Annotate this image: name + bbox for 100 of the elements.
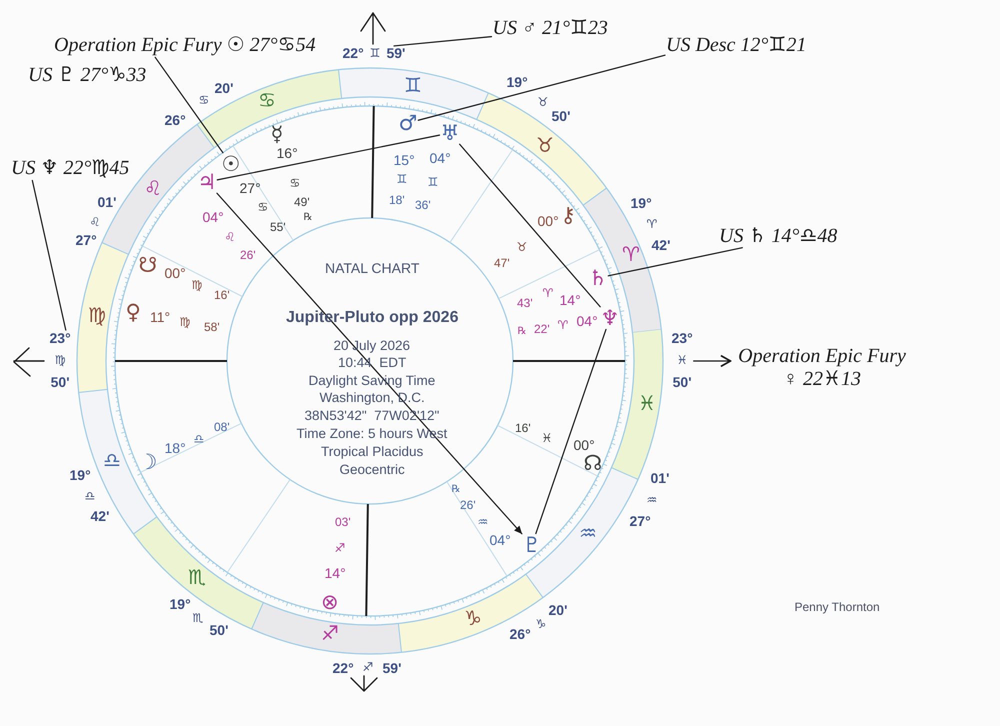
- planet-glyph: ♅: [440, 122, 460, 144]
- zodiac-sign: ♒: [579, 523, 597, 543]
- cusp-sign: ♋: [198, 94, 210, 106]
- retrograde-mark: ℞: [452, 485, 460, 495]
- cusp-sign: ♓: [676, 354, 688, 366]
- cusp-minute: 01': [650, 471, 670, 485]
- degree-label: 14°: [324, 566, 346, 580]
- handwritten-note: US ♇ 27°♑33: [28, 64, 146, 86]
- degree-label: 04°: [202, 210, 224, 224]
- cusp-minute: 50': [50, 375, 70, 389]
- minute-label: 26': [460, 499, 476, 511]
- minute-label: 47': [494, 257, 510, 269]
- aspect-line: [216, 134, 440, 180]
- degree-label: 04°: [576, 314, 598, 328]
- cusp-degree: 19°: [70, 468, 91, 482]
- minute-label: 55': [270, 221, 286, 233]
- sign-glyph: ♋: [290, 177, 300, 189]
- zodiac-sign: ♋: [258, 90, 276, 110]
- leader-line: [608, 247, 743, 276]
- cusp-sign: ♎: [84, 490, 96, 502]
- sign-glyph: ♌: [224, 231, 236, 243]
- minute-label: 49': [294, 196, 310, 208]
- cusp-sign: ♒: [646, 494, 658, 506]
- sign-glyph: ♐: [334, 542, 346, 554]
- sign-glyph: ♈: [558, 319, 568, 331]
- minute-label: 22': [534, 323, 550, 335]
- chart-detail: Washington, D.C.: [320, 390, 425, 406]
- zodiac-sign: ♓: [638, 393, 656, 413]
- pointer-arrow: [693, 354, 732, 368]
- sign-glyph: ♉: [516, 241, 528, 253]
- cusp-minute: 59': [386, 46, 406, 60]
- cusp-degree: 27°: [76, 233, 97, 247]
- minute-label: 08': [214, 421, 230, 433]
- minute-label: 36': [415, 199, 431, 211]
- sign-glyph: ♋: [258, 201, 268, 213]
- degree-label: 14°: [560, 293, 581, 307]
- degree-label: 00°: [538, 214, 559, 228]
- cusp-sign: ♌: [90, 216, 100, 228]
- cusp-degree: 27°: [630, 514, 651, 528]
- planet-glyph: ⊗: [321, 592, 339, 612]
- sign-glyph: ♎: [194, 433, 204, 445]
- planet-glyph: ♃: [198, 172, 216, 192]
- minute-label: 16': [515, 422, 531, 434]
- zodiac-sign: ♏: [188, 567, 206, 587]
- cusp-sign: ♑: [536, 618, 546, 630]
- zodiac-sign: ♉: [536, 135, 554, 155]
- handwritten-note: Operation Epic Fury ☉ 27°♋54: [54, 34, 316, 56]
- zodiac-sign: ♐: [321, 623, 339, 643]
- chart-heading: NATAL CHART: [325, 260, 420, 276]
- zodiac-sign: ♊: [404, 75, 422, 95]
- cusp-sign: ♍: [54, 354, 66, 366]
- aspect-line: [459, 144, 601, 308]
- sign-glyph: ♊: [396, 173, 408, 185]
- cusp-minute: 50': [210, 623, 228, 637]
- cusp-minute: 01': [98, 195, 116, 209]
- leader-line: [32, 180, 66, 331]
- cusp-minute: 20': [548, 603, 568, 617]
- planet-glyph: ♆: [600, 308, 620, 328]
- handwritten-note: US Desc 12°♊21: [666, 34, 806, 56]
- handwritten-note: US ♄ 14°♎48: [719, 224, 838, 248]
- minute-label: 03': [335, 516, 351, 528]
- cusp-sign: ♏: [192, 612, 204, 624]
- zodiac-sign: ♌: [144, 178, 162, 198]
- cusp-degree: 26°: [164, 113, 186, 127]
- degree-label: 00°: [164, 266, 186, 280]
- zodiac-sign: ♈: [622, 244, 640, 264]
- minute-label: 26': [240, 249, 256, 261]
- handwritten-note: Operation Epic Fury ♀ 22♓13: [732, 345, 912, 391]
- cusp-minute: 42': [652, 238, 670, 252]
- degree-label: 04°: [430, 151, 451, 165]
- planet-glyph: ♀: [126, 302, 141, 322]
- cusp-degree: 19°: [170, 597, 191, 611]
- zodiac-sign: ♍: [88, 305, 106, 325]
- degree-label: 16°: [276, 146, 298, 160]
- degree-label: 27°: [240, 181, 261, 195]
- degree-label: 04°: [490, 533, 511, 547]
- cusp-minute: 59': [382, 661, 402, 675]
- cusp-sign: ♊: [370, 47, 380, 59]
- handwritten-note: US ♆ 22°♍45: [11, 156, 130, 180]
- cusp-degree: 22°: [332, 661, 354, 675]
- minute-label: 58': [204, 321, 220, 333]
- planet-glyph: ☉: [222, 154, 240, 174]
- sign-glyph: ♒: [478, 516, 488, 528]
- cusp-degree: 23°: [50, 331, 71, 345]
- planet-glyph: ♇: [522, 534, 542, 556]
- degree-label: 18°: [164, 441, 186, 455]
- cusp-sign: ♈: [646, 218, 658, 230]
- leader-line: [393, 36, 492, 46]
- handwritten-note: US ♂ 21°♊23: [492, 16, 608, 40]
- planet-glyph: ♄: [588, 268, 608, 288]
- zodiac-sign: ♑: [464, 608, 482, 628]
- cusp-sign: ♐: [362, 661, 374, 673]
- degree-label: 00°: [574, 438, 595, 452]
- retrograde-mark: ℞: [304, 213, 312, 223]
- planet-glyph: ☿: [270, 124, 284, 144]
- cusp-degree: 19°: [506, 75, 528, 89]
- cusp-degree: 23°: [672, 331, 693, 345]
- sign-glyph: ♍: [180, 316, 190, 328]
- leader-line: [154, 56, 224, 154]
- chart-detail: Tropical Placidus: [321, 444, 424, 460]
